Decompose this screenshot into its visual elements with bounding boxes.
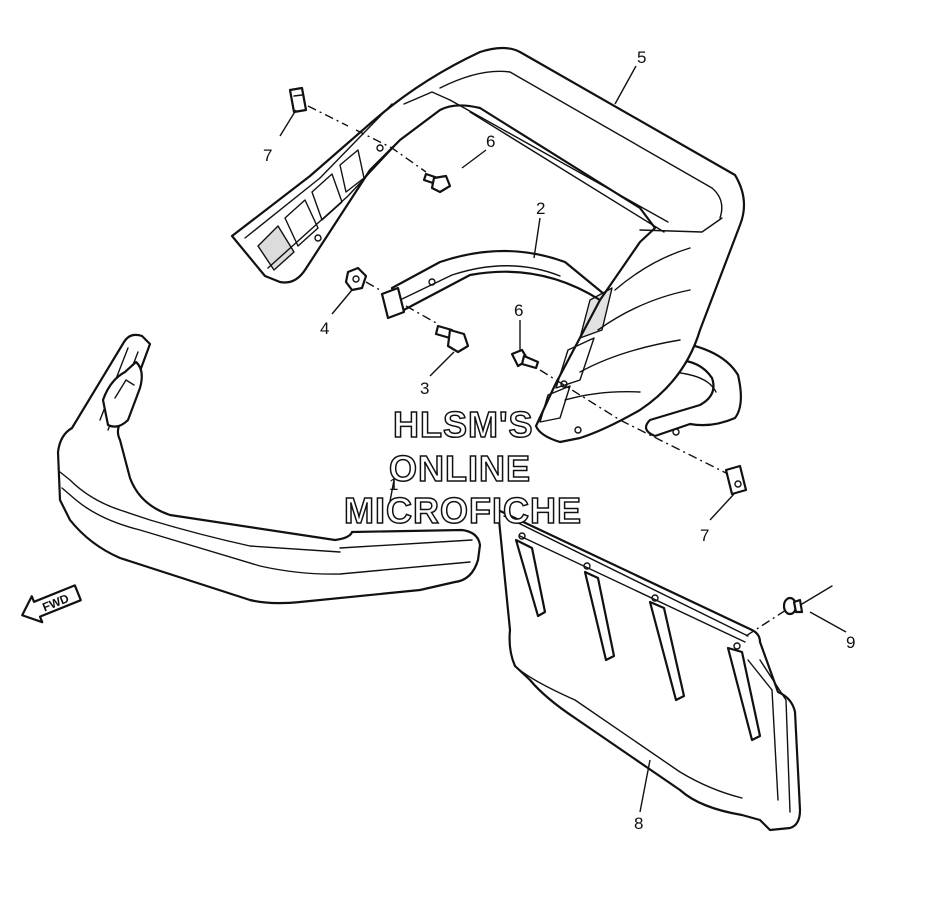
callout-1: 1 — [389, 475, 398, 494]
callout-6-upper: 6 — [486, 132, 495, 151]
part-7-clip-upper — [288, 86, 308, 114]
assembly-line-lower — [539, 369, 729, 475]
callout-2: 2 — [536, 199, 545, 218]
assembly-line-bolt — [365, 281, 439, 325]
callout-8: 8 — [634, 814, 643, 833]
watermark-line-2: ONLINE — [389, 448, 531, 489]
watermark: HLSM'S ONLINE MICROFICHE — [343, 403, 582, 532]
part-3-bolt — [434, 324, 470, 354]
callout-5: 5 — [637, 48, 646, 67]
callout-7-upper: 7 — [263, 146, 272, 165]
callout-9: 9 — [846, 633, 855, 652]
callout-6-lower: 6 — [514, 301, 523, 320]
part-9-rivet — [782, 585, 833, 616]
forward-direction-arrow: FWD — [21, 584, 82, 624]
callout-labels: 5 6 7 2 4 6 3 1 7 9 8 — [263, 48, 855, 833]
callout-4: 4 — [320, 319, 329, 338]
assembly-line-upper — [307, 105, 427, 173]
callout-7-lower: 7 — [700, 526, 709, 545]
part-8-mud-flap — [496, 508, 802, 832]
callout-3: 3 — [420, 379, 429, 398]
part-1-front-bumper — [56, 333, 482, 605]
part-4-nut — [344, 266, 368, 292]
leader-lines — [279, 65, 847, 813]
watermark-line-3: MICROFICHE — [344, 490, 582, 531]
part-5-rear-frame — [230, 46, 746, 444]
watermark-line-1: HLSM'S — [393, 404, 534, 445]
part-6-bolt-lower — [510, 348, 540, 370]
part-7-clip-lower — [724, 464, 748, 496]
part-6-bolt-upper — [422, 172, 452, 194]
assembly-line-rivet — [745, 609, 787, 637]
